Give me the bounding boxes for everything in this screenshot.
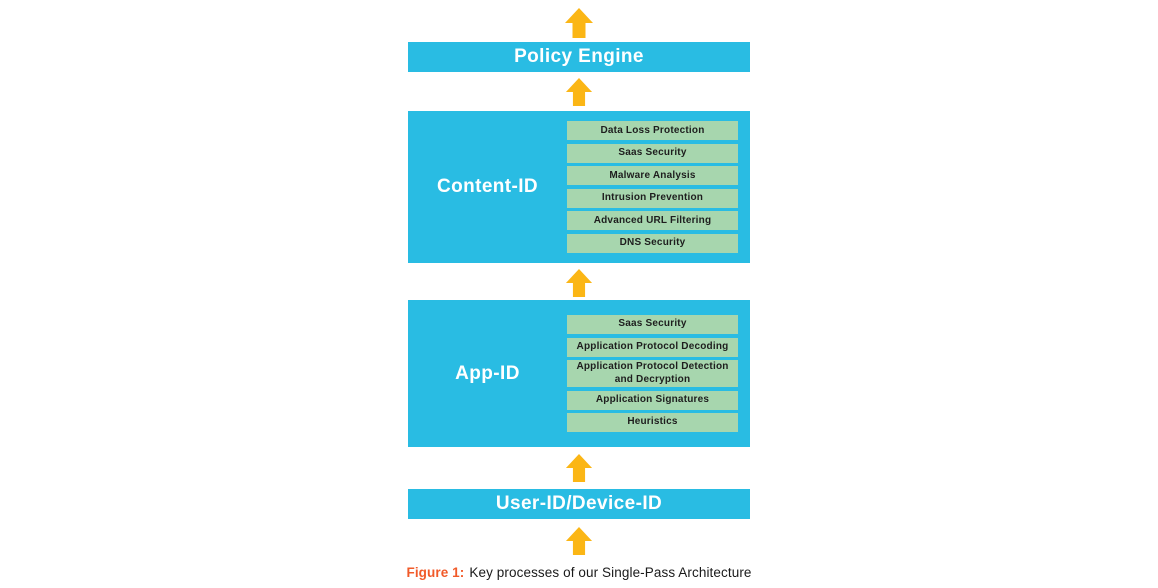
up-arrow-icon [565,454,593,482]
up-arrow-icon [565,527,593,555]
app-id-label-area: App-ID [408,363,567,385]
process-item: Application Protocol Detection and Decry… [567,360,738,387]
app-id-items: Saas Security Application Protocol Decod… [567,315,738,432]
process-item: Application Protocol Decoding [567,337,738,357]
app-id-label: App-ID [455,362,520,384]
layer-content-id: Content-ID Data Loss Protection Saas Sec… [408,111,750,263]
layer-user-id-device-id: User-ID/Device-ID [408,489,750,519]
user-id-device-id-label: User-ID/Device-ID [495,493,663,514]
process-item: Data Loss Protection [567,121,738,141]
layer-app-id: App-ID Saas Security Application Protoco… [408,300,750,447]
up-arrow-icon [565,8,593,38]
content-id-label: Content-ID [436,176,539,197]
layer-policy-engine: Policy Engine [408,42,750,72]
process-item: Saas Security [567,143,738,163]
content-id-items: Data Loss Protection Saas Security Malwa… [567,121,738,253]
up-arrow-icon [565,78,593,106]
figure-caption: Figure 1: Key processes of our Single-Pas… [406,565,751,580]
figure-caption-prefix: Figure 1: [406,565,465,580]
content-id-label-area: Content-ID [408,176,567,198]
process-item: Intrusion Prevention [567,188,738,208]
process-item: DNS Security [567,233,738,253]
figure-caption-text: Key processes of our Single-Pass Archite… [469,565,752,580]
process-item: Malware Analysis [567,166,738,186]
process-item: Heuristics [567,413,738,432]
process-item: Advanced URL Filtering [567,211,738,231]
single-pass-architecture-diagram: Policy Engine Content-ID Data Loss Prote… [406,0,751,580]
policy-engine-label: Policy Engine [514,46,644,67]
up-arrow-icon [565,269,593,297]
process-item: Saas Security [567,315,738,334]
process-item: Application Signatures [567,390,738,410]
